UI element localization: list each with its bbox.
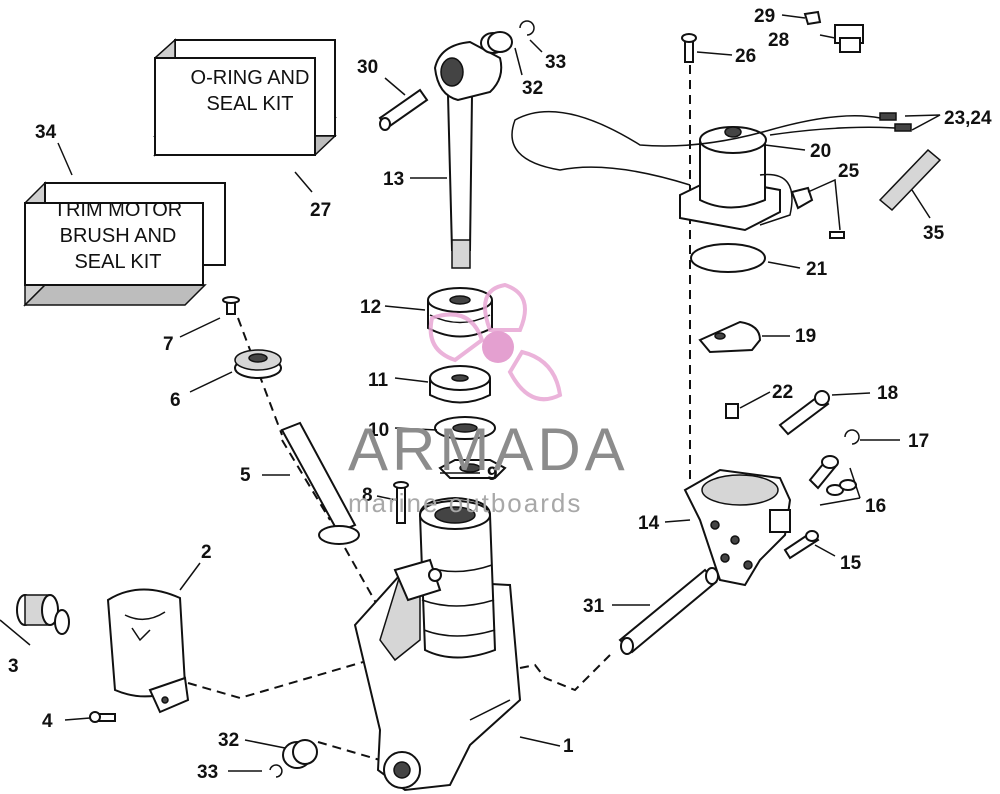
callout-7: 7 — [163, 334, 174, 355]
callout-30: 30 — [357, 57, 378, 78]
callout-6: 6 — [170, 390, 181, 411]
part-29-terminal — [803, 10, 822, 26]
part-3-bearing — [16, 594, 70, 635]
part-33-clip-bottom — [269, 764, 283, 778]
part-33-clip-top — [519, 20, 535, 36]
part-19-plate — [698, 320, 762, 354]
callout-25: 25 — [838, 161, 860, 182]
callout-3: 3 — [8, 656, 19, 677]
part-32-bushing-top — [480, 31, 513, 54]
part-30-pin — [378, 88, 429, 131]
part-11-piston — [429, 365, 491, 404]
part-32-bushing-bottom — [282, 739, 318, 769]
part-13-trim-rod — [433, 40, 503, 269]
callout-14: 14 — [638, 513, 660, 534]
part-12-piston-cap — [427, 287, 493, 338]
watermark-logo — [428, 282, 563, 402]
leader-lines — [0, 14, 941, 772]
callout-9: 9 — [487, 464, 498, 485]
part-7-pin — [222, 296, 240, 315]
callout-33-top: 33 — [545, 52, 566, 73]
part-4-screw — [89, 711, 116, 723]
oring-seal-kit-box: O-RING AND SEAL KIT — [153, 38, 337, 157]
callout-17: 17 — [908, 431, 929, 452]
callout-21: 21 — [806, 259, 828, 280]
part-16-valve-orings — [808, 455, 857, 496]
part-6-gland — [234, 349, 282, 379]
callout-35: 35 — [923, 223, 945, 244]
callout-15: 15 — [840, 553, 862, 574]
part-35-spring — [878, 148, 942, 212]
trim-kit-label-line3: SEAL KIT — [74, 251, 161, 273]
watermark-brand: ARMADA — [348, 416, 629, 483]
part-31-rod — [618, 567, 719, 655]
trim-motor-kit-box: TRIM MOTOR BRUSH AND SEAL KIT — [23, 181, 226, 307]
part-28-connector — [834, 24, 864, 53]
callout-33-bottom: 33 — [197, 762, 218, 783]
part-5-piston-rod — [280, 421, 360, 545]
part-25-bracket — [790, 186, 845, 239]
callout-22: 22 — [772, 382, 793, 403]
part-14-pump-body — [683, 468, 792, 587]
callout-5: 5 — [240, 465, 251, 486]
callout-32-top: 32 — [522, 78, 543, 99]
callout-34: 34 — [35, 122, 57, 143]
part-1-trim-cylinder-housing — [353, 496, 522, 792]
callout-29: 29 — [754, 6, 775, 27]
callout-2: 2 — [201, 542, 212, 563]
trim-kit-label-line2: BRUSH AND — [60, 225, 177, 247]
callout-16: 16 — [865, 496, 886, 517]
watermark-tagline: marine outboards — [348, 488, 582, 518]
callout-1: 1 — [563, 736, 574, 757]
callout-8: 8 — [362, 485, 373, 506]
callout-12: 12 — [360, 297, 381, 318]
part-8-valve — [393, 481, 409, 524]
callout-27: 27 — [310, 200, 331, 221]
part-10-washer — [434, 416, 496, 440]
callout-32-bottom: 32 — [218, 730, 239, 751]
callout-11: 11 — [368, 370, 389, 391]
part-20-trim-motor — [679, 126, 793, 232]
callout-13: 13 — [383, 169, 404, 190]
callout-26: 26 — [735, 46, 756, 67]
part-18-relief-valve — [778, 390, 830, 436]
part-21-oring — [690, 243, 766, 273]
trim-kit-label-line1: TRIM MOTOR — [54, 199, 183, 221]
callout-28: 28 — [768, 30, 789, 51]
callout-23-24: 23,24 — [944, 108, 992, 129]
callout-19: 19 — [795, 326, 816, 347]
callout-10: 10 — [368, 420, 389, 441]
callout-31: 31 — [583, 596, 605, 617]
part-17-snap-ring — [844, 429, 860, 445]
oring-kit-label-line1: O-RING AND — [191, 67, 310, 89]
callout-4: 4 — [42, 711, 53, 732]
oring-kit-label-line2: SEAL KIT — [206, 93, 293, 115]
part-15-bolt — [783, 530, 820, 560]
callout-labels: 1 2 3 4 5 6 7 8 9 10 11 12 13 14 15 16 1… — [8, 6, 992, 783]
part-2-cover — [106, 588, 190, 714]
callout-20: 20 — [810, 141, 831, 162]
callout-18: 18 — [877, 383, 898, 404]
part-26-screw — [681, 33, 697, 63]
part-22-plug — [725, 403, 739, 419]
part-23-24-wires — [511, 110, 912, 186]
